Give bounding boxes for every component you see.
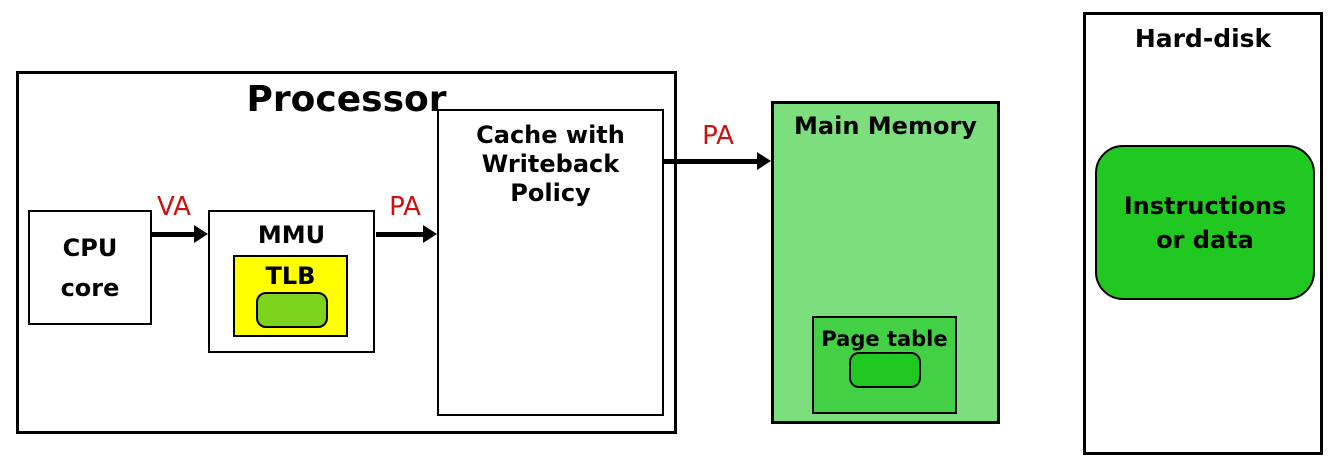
- page-table-label: Page table: [821, 327, 948, 351]
- cache-label-line1: Cache with: [476, 121, 625, 149]
- instructions-or-data-box: Instructions or data: [1095, 145, 1315, 300]
- va-arrow-shaft: [152, 232, 194, 237]
- va-arrow-head: [194, 225, 208, 243]
- cache-label-line2: Writeback: [481, 150, 620, 178]
- mmu-label: MMU: [257, 221, 326, 249]
- tlb-entry-chip: [256, 292, 328, 328]
- page-table-entry-chip: [849, 352, 921, 388]
- cpu-core-box: CPU core: [28, 210, 152, 325]
- hard-disk-box: Hard-disk: [1083, 12, 1323, 455]
- cpu-core-label-line2: core: [60, 273, 120, 302]
- pa-arrow-cache-to-memory-head: [757, 152, 771, 170]
- processor-title: Processor: [246, 79, 447, 120]
- instructions-label-line2: or data: [1156, 225, 1254, 254]
- cache-box: Cache with Writeback Policy: [437, 109, 664, 416]
- tlb-label: TLB: [265, 262, 316, 290]
- cpu-core-label-line1: CPU: [62, 233, 118, 262]
- pa-arrow-mmu-to-cache-shaft: [376, 232, 423, 237]
- pa-label-mmu-to-cache: PA: [389, 192, 421, 222]
- main-memory-label: Main Memory: [794, 112, 977, 140]
- pa-arrow-mmu-to-cache-head: [423, 225, 437, 243]
- cache-label-line3: Policy: [510, 179, 591, 207]
- processor-box: [16, 71, 677, 434]
- va-label: VA: [157, 192, 191, 222]
- hard-disk-label: Hard-disk: [1134, 24, 1272, 53]
- pa-label-cache-to-memory: PA: [702, 121, 734, 151]
- instructions-label-line1: Instructions: [1123, 191, 1287, 220]
- pa-arrow-cache-to-memory-shaft: [664, 159, 757, 164]
